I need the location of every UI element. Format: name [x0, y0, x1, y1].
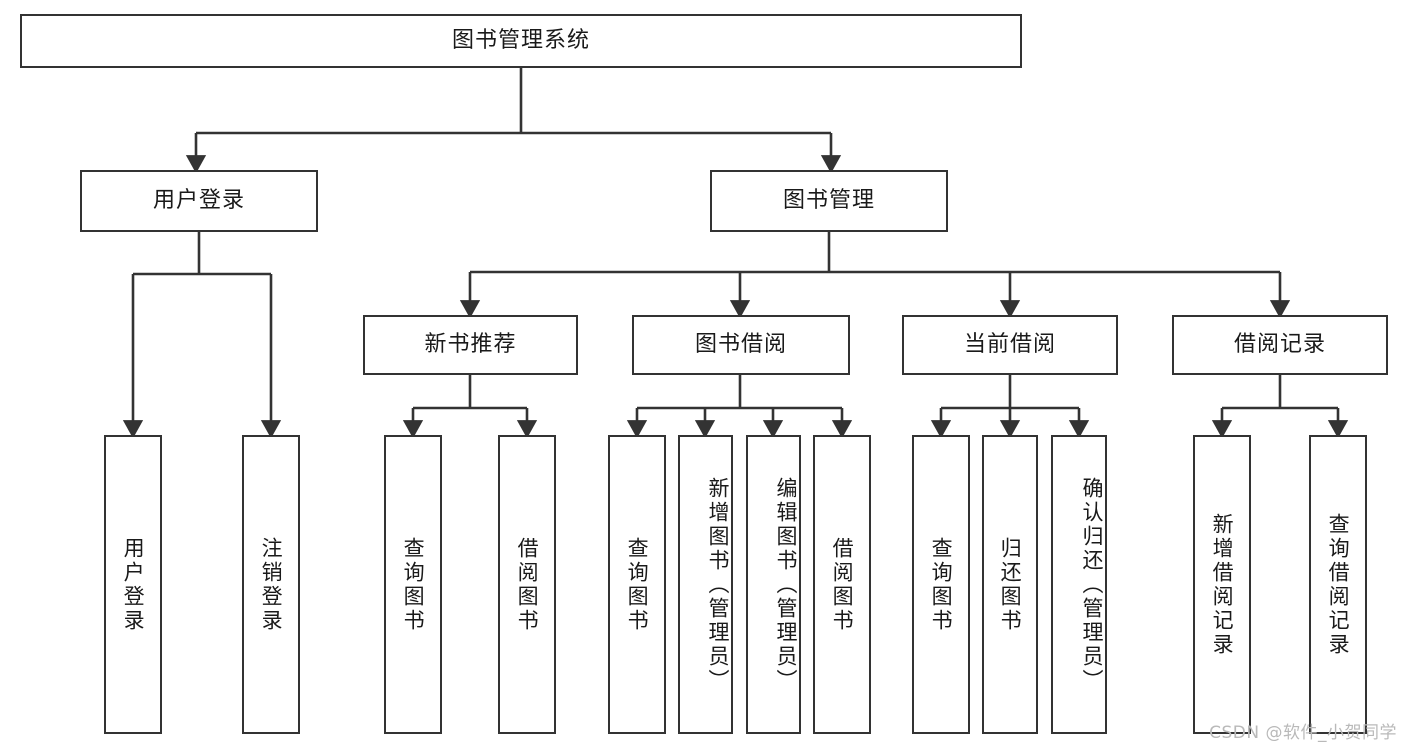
leaf-query-book-1[interactable]: 查询图书 — [384, 435, 442, 734]
node-root-label: 图书管理系统 — [451, 27, 590, 53]
leaf-query-book-3[interactable]: 查询图书 — [912, 435, 970, 734]
leaf-confirm-return-label: 确认归还（管理员） — [1080, 476, 1104, 693]
leaf-confirm-return[interactable]: 确认归还（管理员） — [1051, 435, 1107, 734]
leaf-borrow-book-1-label: 借阅图书 — [515, 536, 540, 633]
leaf-edit-book[interactable]: 编辑图书（管理员） — [746, 435, 801, 734]
leaf-logout-label: 注销登录 — [259, 536, 284, 633]
node-current-borrow[interactable]: 当前借阅 — [902, 315, 1118, 375]
leaf-borrow-book-1[interactable]: 借阅图书 — [498, 435, 556, 734]
leaf-add-book[interactable]: 新增图书（管理员） — [678, 435, 733, 734]
leaf-query-record[interactable]: 查询借阅记录 — [1309, 435, 1367, 734]
node-book-manage-label: 图书管理 — [782, 187, 875, 213]
leaf-add-book-label: 新增图书（管理员） — [706, 476, 730, 693]
leaf-query-book-2-label: 查询图书 — [625, 536, 650, 633]
node-user-login[interactable]: 用户登录 — [80, 170, 318, 232]
leaf-query-book-2[interactable]: 查询图书 — [608, 435, 666, 734]
node-new-book-recommend-label: 新书推荐 — [424, 331, 517, 357]
leaf-query-book-1-label: 查询图书 — [401, 536, 426, 633]
leaf-query-book-3-label: 查询图书 — [929, 536, 954, 633]
node-book-manage[interactable]: 图书管理 — [710, 170, 948, 232]
leaf-query-record-label: 查询借阅记录 — [1326, 512, 1351, 657]
node-book-borrow[interactable]: 图书借阅 — [632, 315, 850, 375]
watermark: CSDN @软件_小贺同学 — [1209, 723, 1397, 743]
node-borrow-record-label: 借阅记录 — [1233, 331, 1326, 357]
leaf-add-record[interactable]: 新增借阅记录 — [1193, 435, 1251, 734]
leaf-return-book[interactable]: 归还图书 — [982, 435, 1038, 734]
leaf-user-login-label: 用户登录 — [121, 536, 146, 633]
node-new-book-recommend[interactable]: 新书推荐 — [363, 315, 578, 375]
leaf-borrow-book-2-label: 借阅图书 — [830, 536, 855, 633]
node-book-borrow-label: 图书借阅 — [694, 331, 787, 357]
leaf-borrow-book-2[interactable]: 借阅图书 — [813, 435, 871, 734]
leaf-return-book-label: 归还图书 — [998, 536, 1023, 633]
leaf-add-record-label: 新增借阅记录 — [1210, 512, 1235, 657]
node-borrow-record[interactable]: 借阅记录 — [1172, 315, 1388, 375]
node-user-login-label: 用户登录 — [152, 187, 245, 213]
leaf-logout[interactable]: 注销登录 — [242, 435, 300, 734]
node-root[interactable]: 图书管理系统 — [20, 14, 1022, 68]
leaf-edit-book-label: 编辑图书（管理员） — [774, 476, 798, 693]
node-current-borrow-label: 当前借阅 — [963, 331, 1056, 357]
leaf-user-login[interactable]: 用户登录 — [104, 435, 162, 734]
